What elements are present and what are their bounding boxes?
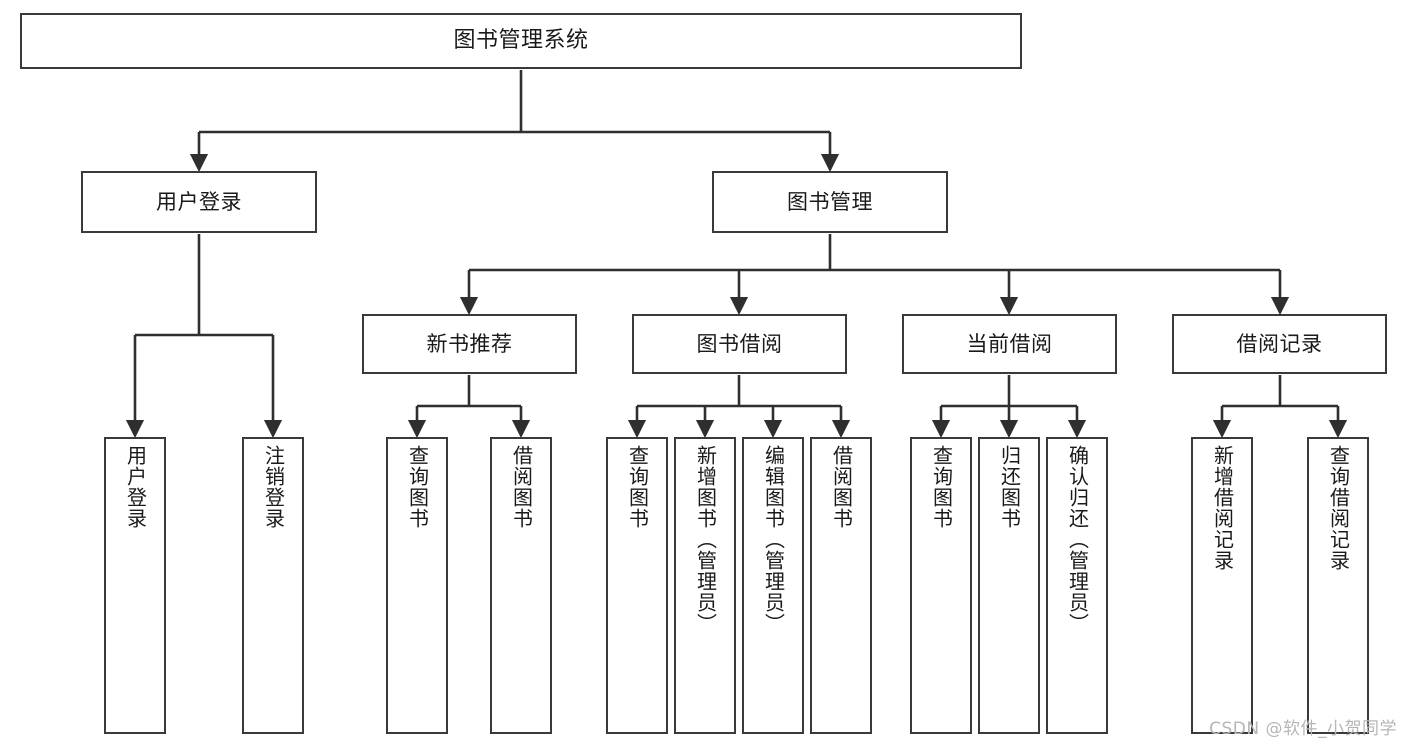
node-leaf-query-book-new[interactable]: 查询图书 — [386, 437, 448, 734]
node-label: 用户登录 — [156, 189, 242, 214]
node-borrow-record[interactable]: 借阅记录 — [1172, 314, 1387, 374]
node-leaf-query-book-current[interactable]: 查询图书 — [910, 437, 972, 734]
node-label: 借阅图书 — [829, 445, 854, 529]
node-leaf-borrow-book[interactable]: 借阅图书 — [810, 437, 872, 734]
node-label: 借阅记录 — [1236, 331, 1323, 356]
node-label: 编辑图书（管理员） — [761, 445, 786, 634]
node-label: 借阅图书 — [509, 445, 534, 529]
node-label: 查询借阅记录 — [1326, 445, 1351, 571]
node-leaf-query-book[interactable]: 查询图书 — [606, 437, 668, 734]
node-current-borrow[interactable]: 当前借阅 — [902, 314, 1117, 374]
node-leaf-user-login[interactable]: 用户登录 — [104, 437, 166, 734]
node-label: 注销登录 — [261, 445, 286, 529]
node-label: 确认归还（管理员） — [1065, 445, 1090, 634]
node-leaf-confirm-return-admin[interactable]: 确认归还（管理员） — [1046, 437, 1108, 734]
node-leaf-logout[interactable]: 注销登录 — [242, 437, 304, 734]
node-root-system[interactable]: 图书管理系统 — [20, 13, 1022, 69]
node-label: 图书借阅 — [696, 331, 783, 356]
node-label: 查询图书 — [405, 445, 430, 529]
node-label: 新增借阅记录 — [1210, 445, 1235, 571]
node-label: 归还图书 — [997, 445, 1022, 529]
node-label: 新书推荐 — [426, 331, 513, 356]
node-label: 新增图书（管理员） — [693, 445, 718, 634]
node-leaf-return-book[interactable]: 归还图书 — [978, 437, 1040, 734]
node-leaf-edit-book-admin[interactable]: 编辑图书（管理员） — [742, 437, 804, 734]
node-leaf-add-borrow-record[interactable]: 新增借阅记录 — [1191, 437, 1253, 734]
node-label: 图书管理 — [787, 189, 873, 214]
node-leaf-borrow-book-new[interactable]: 借阅图书 — [490, 437, 552, 734]
node-label: 当前借阅 — [966, 331, 1053, 356]
node-book-borrow[interactable]: 图书借阅 — [632, 314, 847, 374]
node-leaf-add-book-admin[interactable]: 新增图书（管理员） — [674, 437, 736, 734]
node-label: 查询图书 — [625, 445, 650, 529]
node-book-management[interactable]: 图书管理 — [712, 171, 948, 233]
node-label: 用户登录 — [123, 445, 148, 529]
node-label: 图书管理系统 — [453, 28, 589, 54]
node-label: 查询图书 — [929, 445, 954, 529]
node-leaf-query-borrow-record[interactable]: 查询借阅记录 — [1307, 437, 1369, 734]
node-user-login[interactable]: 用户登录 — [81, 171, 317, 233]
node-new-book-recommend[interactable]: 新书推荐 — [362, 314, 577, 374]
